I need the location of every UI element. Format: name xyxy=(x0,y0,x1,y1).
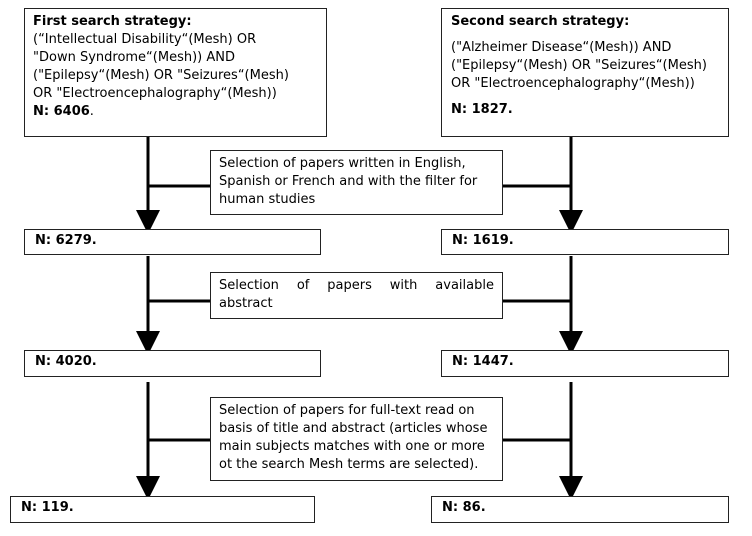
second-strategy-box: Second search strategy: ("Alzheimer Dise… xyxy=(441,8,729,137)
language-filter-box: Selection of papers written in English, … xyxy=(210,150,503,215)
first-strategy-title: First search strategy: xyxy=(33,14,192,29)
first-strategy-count: N: 6406. xyxy=(33,104,94,119)
right-count-final: N: 86. xyxy=(431,496,729,523)
first-strategy-line2: "Down Syndrome“(Mesh)) AND xyxy=(33,50,235,65)
fulltext-filter-line1: Selection of papers for full-text read o… xyxy=(219,403,475,418)
second-strategy-count: N: 1827. xyxy=(451,102,513,117)
fulltext-filter-line2: basis of title and abstract (articles wh… xyxy=(219,421,488,436)
left-count-step2: N: 6279. xyxy=(24,229,321,255)
first-strategy-box: First search strategy: (“Intellectual Di… xyxy=(24,8,327,137)
fulltext-filter-box: Selection of papers for full-text read o… xyxy=(210,397,503,481)
left-count-step3: N: 4020. xyxy=(24,350,321,377)
language-filter-line2: Spanish or French and with the filter fo… xyxy=(219,174,478,189)
second-strategy-line2: ("Epilepsy“(Mesh) OR "Seizures“(Mesh) xyxy=(451,58,707,73)
language-filter-line3: human studies xyxy=(219,192,316,207)
abstract-filter-box: Selection of papers with available abstr… xyxy=(210,272,503,319)
right-count-step2: N: 1619. xyxy=(441,229,729,255)
second-strategy-title: Second search strategy: xyxy=(451,14,630,29)
fulltext-filter-line4: ot the search Mesh terms are selected). xyxy=(219,457,479,472)
second-strategy-line3: OR "Electroencephalography“(Mesh)) xyxy=(451,76,695,91)
first-strategy-line4: OR "Electroencephalography“(Mesh)) xyxy=(33,86,277,101)
first-strategy-line3: ("Epilepsy“(Mesh) OR "Seizures“(Mesh) xyxy=(33,68,289,83)
language-filter-line1: Selection of papers written in English, xyxy=(219,156,466,171)
abstract-filter-line2: abstract xyxy=(219,296,273,311)
fulltext-filter-line3: main subjects matches with one or more xyxy=(219,439,485,454)
second-strategy-line1: ("Alzheimer Disease“(Mesh)) AND xyxy=(451,40,672,55)
left-count-final: N: 119. xyxy=(10,496,315,523)
first-strategy-line1: (“Intellectual Disability“(Mesh) OR xyxy=(33,32,257,47)
right-count-step3: N: 1447. xyxy=(441,350,729,377)
abstract-filter-line1: Selection of papers with available xyxy=(219,278,494,293)
